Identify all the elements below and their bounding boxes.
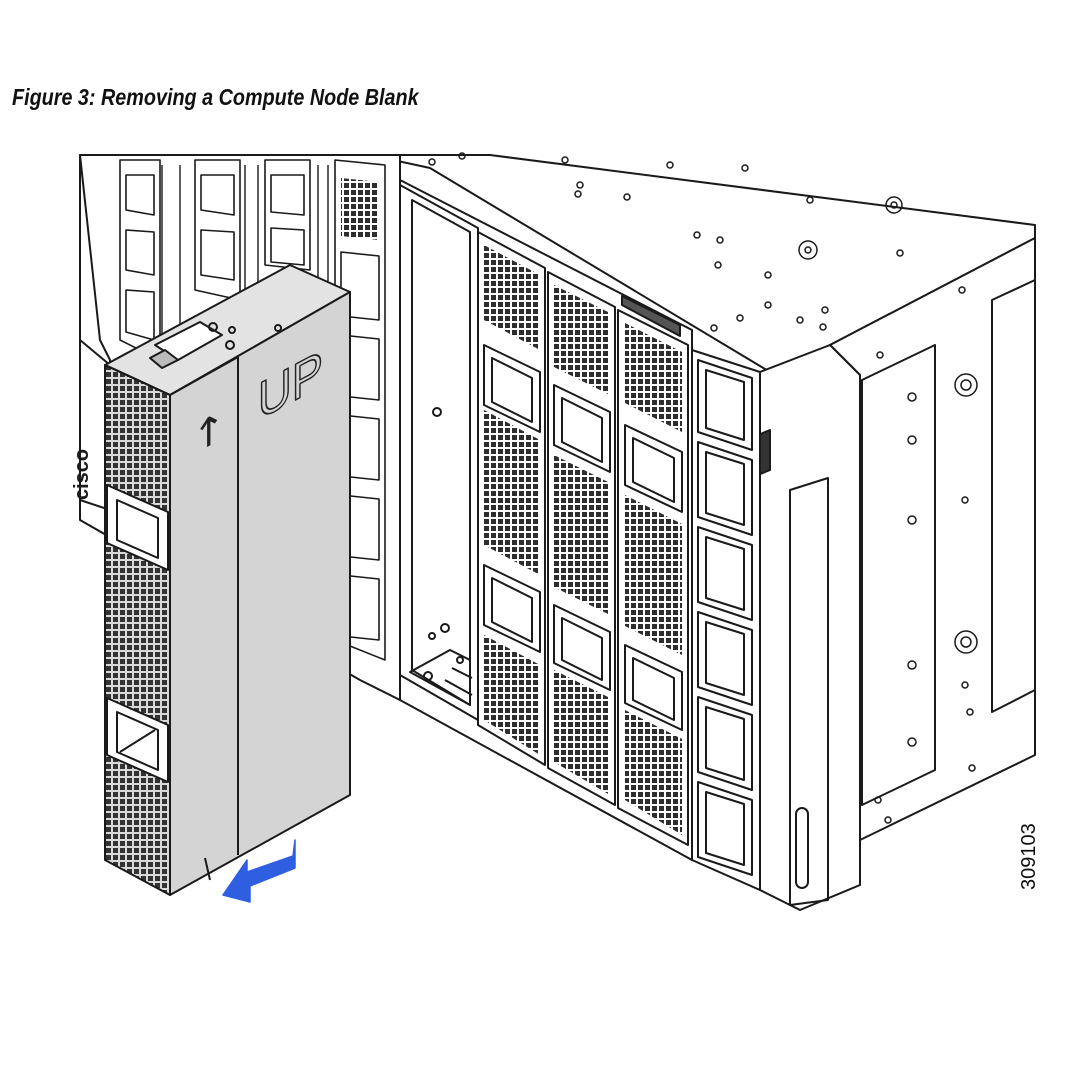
io-module-column: [691, 349, 761, 891]
empty-slot: [399, 184, 479, 721]
compute-node-2: [547, 271, 616, 806]
chassis-bezel: [759, 344, 861, 911]
compute-node-3: [617, 295, 689, 846]
compute-node-blank: [104, 264, 351, 896]
brand-logo-text: cisco: [71, 449, 93, 500]
compute-node-1: [477, 231, 546, 766]
figure-id: 309103: [1018, 823, 1040, 890]
figure-caption: Figure 3: Removing a Compute Node Blank: [12, 84, 419, 110]
removal-direction-arrow-icon: [222, 839, 296, 903]
top-screws: [428, 152, 1030, 332]
